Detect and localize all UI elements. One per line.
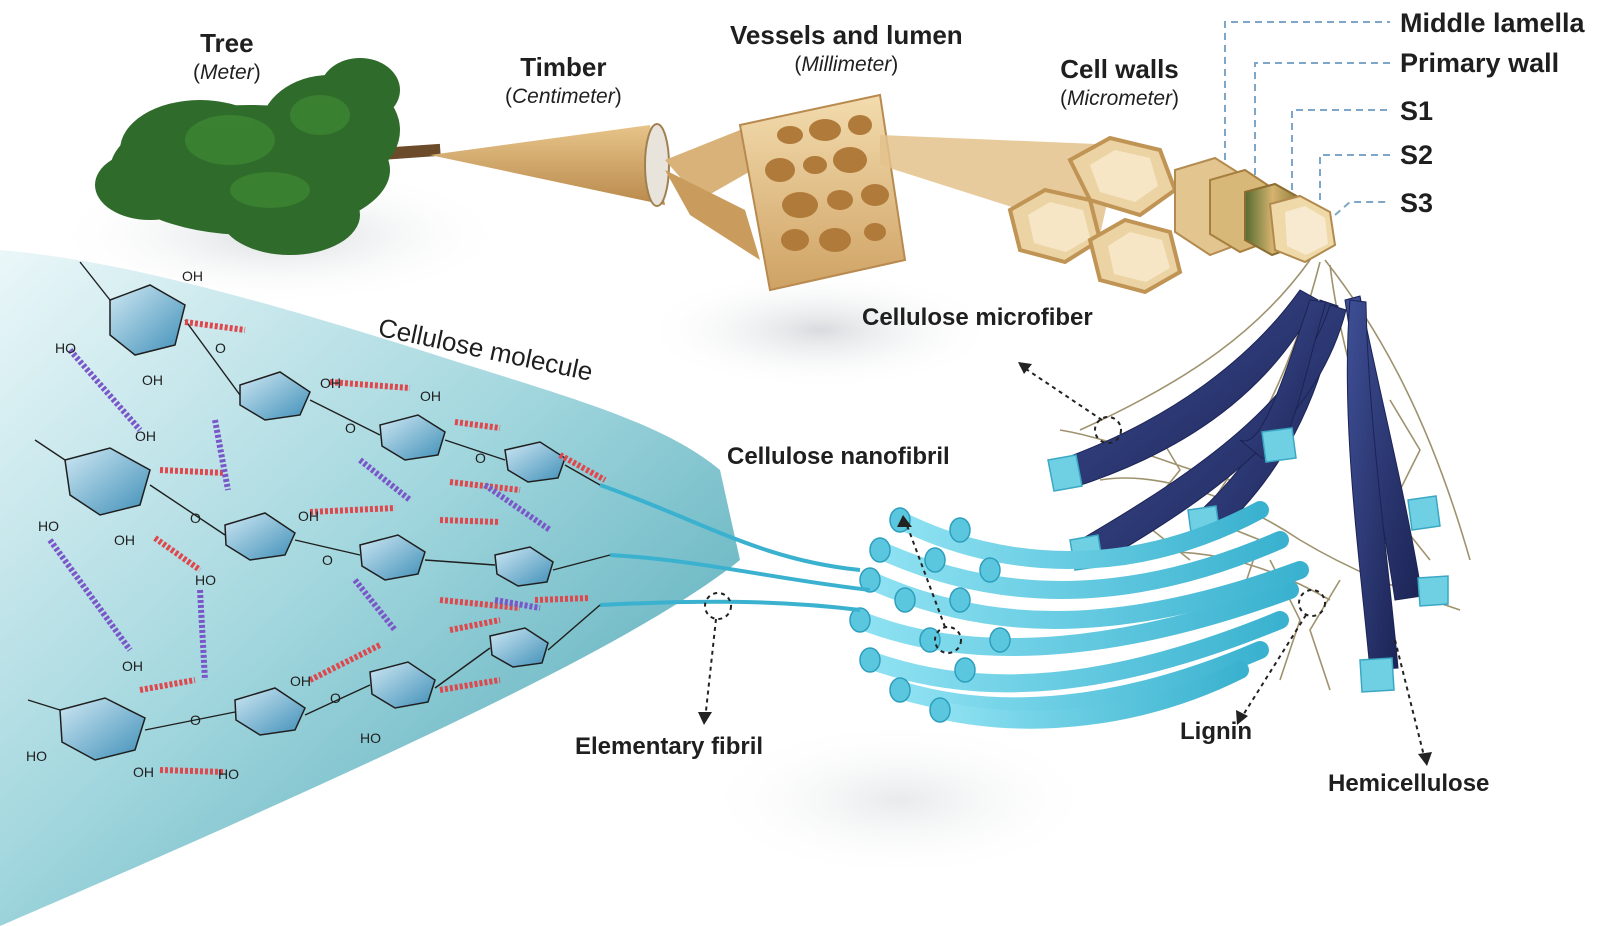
chem-oh-label: OH [320, 375, 341, 391]
chem-ho-label: HO [26, 748, 47, 764]
chem-oh-label: OH [290, 673, 311, 689]
chem-o-label: O [330, 690, 341, 706]
chem-oh-label: OH [135, 428, 156, 444]
label-elementary-fibril: Elementary fibril [575, 733, 763, 761]
chem-ho-label: HO [195, 572, 216, 588]
chem-oh-label: OH [182, 268, 203, 284]
chem-oh-label: OH [133, 764, 154, 780]
scale-label-timber: Timber (Centimeter) [505, 52, 622, 109]
chem-ho-label: HO [55, 340, 76, 356]
scale-name: Timber [520, 52, 606, 82]
scale-unit: Micrometer [1067, 87, 1172, 110]
label-hemicellulose: Hemicellulose [1328, 770, 1489, 798]
scale-name: Cell walls [1060, 54, 1179, 84]
chem-oh-label: OH [122, 658, 143, 674]
timber-illustration [430, 124, 669, 206]
chem-o-label: O [190, 712, 201, 728]
chem-o-label: O [190, 510, 201, 526]
chem-oh-label: OH [298, 508, 319, 524]
scale-label-vessels: Vessels and lumen (Millimeter) [730, 20, 963, 77]
chem-oh-label: OH [420, 388, 441, 404]
scale-unit: Millimeter [801, 53, 891, 76]
chem-ho-label: HO [360, 730, 381, 746]
chem-o-label: O [345, 420, 356, 436]
label-lignin: Lignin [1180, 718, 1252, 746]
chem-oh-label: OH [114, 532, 135, 548]
label-cellulose-nanofibril: Cellulose nanofibril [727, 443, 950, 471]
wall-layer-s1: S1 [1400, 96, 1433, 127]
scale-unit: Meter [200, 61, 254, 84]
wall-layer-primary-wall: Primary wall [1400, 48, 1559, 79]
chem-oh-label: OH [142, 372, 163, 388]
wall-layer-middle-lamella: Middle lamella [1400, 8, 1585, 39]
cell-walls-illustration [880, 135, 1180, 292]
scale-unit: Centimeter [512, 85, 615, 108]
wall-layer-s3: S3 [1400, 188, 1433, 219]
scale-label-tree: Tree (Meter) [193, 28, 261, 85]
wall-layer-s2: S2 [1400, 140, 1433, 171]
chem-o-label: O [322, 552, 333, 568]
chem-o-label: O [215, 340, 226, 356]
label-cellulose-microfiber: Cellulose microfiber [862, 304, 1093, 332]
scale-name: Vessels and lumen [730, 20, 963, 50]
scale-name: Tree [200, 28, 254, 58]
chem-o-label: O [475, 450, 486, 466]
scale-label-cellwalls: Cell walls (Micrometer) [1060, 54, 1179, 111]
vessels-illustration [665, 95, 905, 290]
chem-ho-label: HO [38, 518, 59, 534]
chem-ho-label: HO [218, 766, 239, 782]
teal-background-sheet [0, 250, 740, 926]
